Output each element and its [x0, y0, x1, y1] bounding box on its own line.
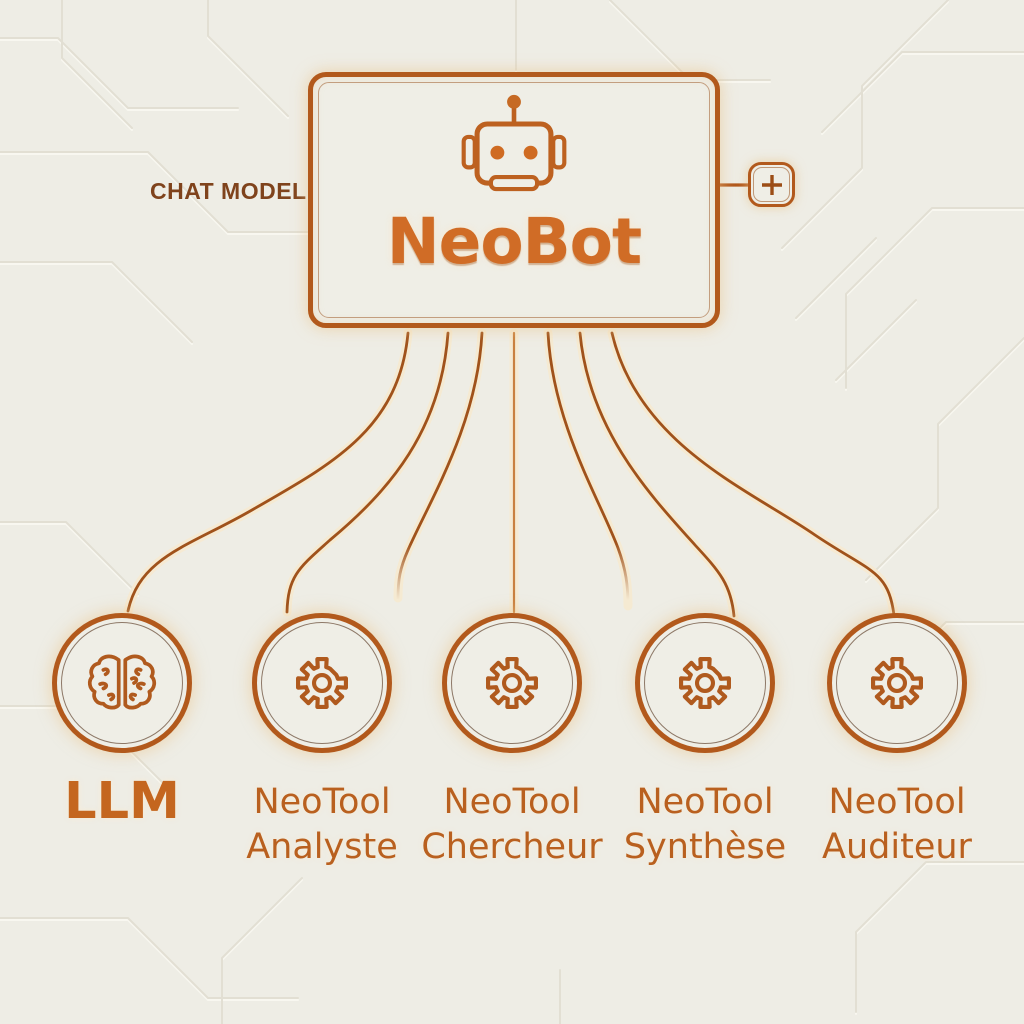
- neobot-node[interactable]: NeoBot: [308, 72, 720, 328]
- chat-model-label: CHAT MODEL: [150, 178, 307, 204]
- gear-icon: [871, 657, 923, 709]
- node-neotool-chercheur[interactable]: [442, 613, 582, 753]
- node-neotool-auditeur[interactable]: [827, 613, 967, 753]
- node-llm[interactable]: [52, 613, 192, 753]
- plus-icon: [761, 174, 782, 195]
- brain-icon: [87, 654, 157, 710]
- node-neotool-synthese[interactable]: [635, 613, 775, 753]
- gear-icon: [679, 657, 731, 709]
- node-label-llm: LLM: [64, 772, 180, 831]
- robot-icon: [454, 93, 574, 203]
- neobot-title: NeoBot: [386, 205, 642, 278]
- gear-icon: [296, 657, 348, 709]
- node-neotool-analyste[interactable]: [252, 613, 392, 753]
- gear-icon: [486, 657, 538, 709]
- add-node-button[interactable]: [748, 162, 795, 207]
